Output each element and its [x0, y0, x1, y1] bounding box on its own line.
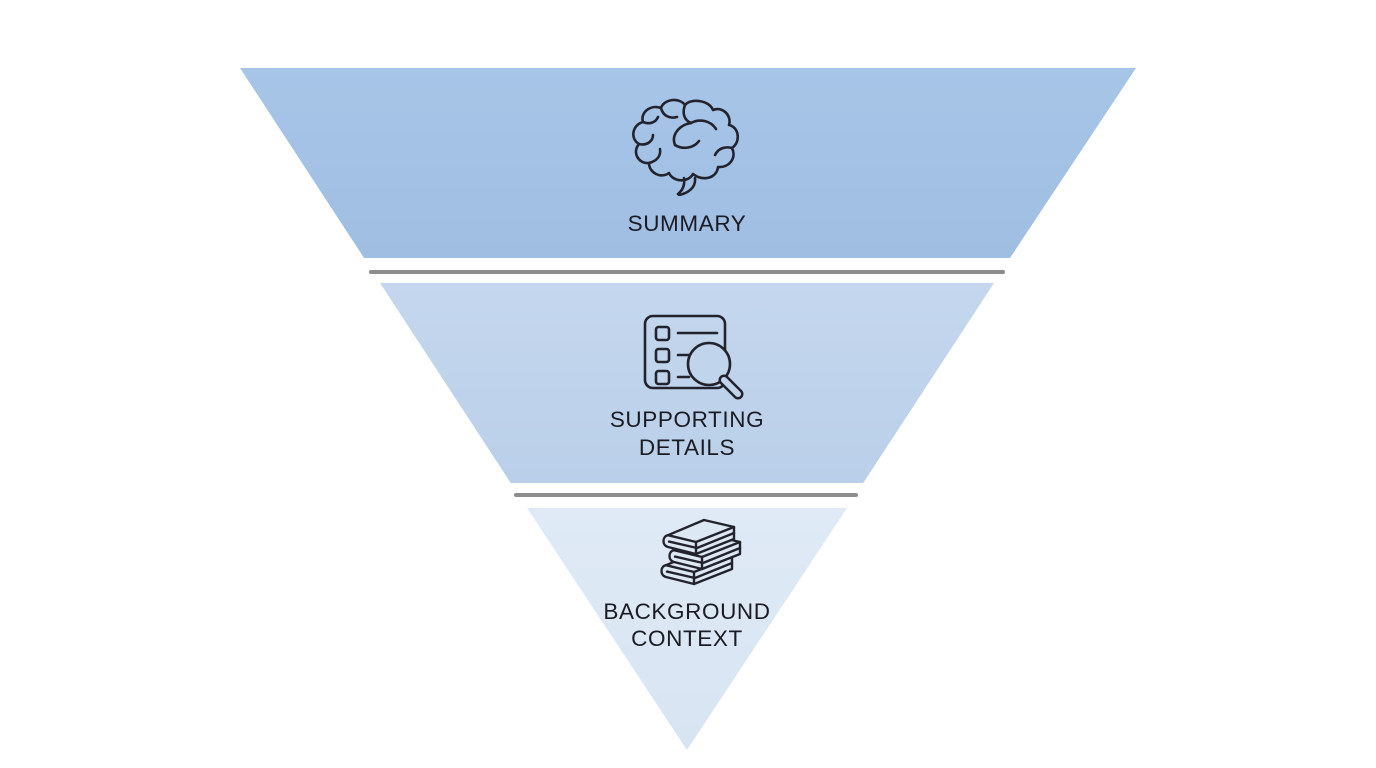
tier-label-line: BACKGROUND [603, 599, 771, 624]
tier-divider-line [369, 270, 1005, 274]
tier-label-background-context: BACKGROUND CONTEXT [487, 598, 887, 652]
brain-icon [627, 94, 747, 196]
tier-divider-line [514, 493, 858, 497]
tier-label-supporting-details: SUPPORTING DETAILS [487, 406, 887, 462]
tier-label-line: DETAILS [638, 435, 736, 460]
tier-label-line: CONTEXT [631, 626, 743, 651]
checklist-search-icon [637, 306, 749, 404]
books-stack-icon [641, 510, 749, 596]
tier-label-line: SUMMARY [627, 211, 747, 236]
tier-label-line: SUPPORTING [609, 407, 765, 432]
tier-summary-shape [240, 68, 1136, 258]
tier-label-summary: SUMMARY [487, 210, 887, 238]
